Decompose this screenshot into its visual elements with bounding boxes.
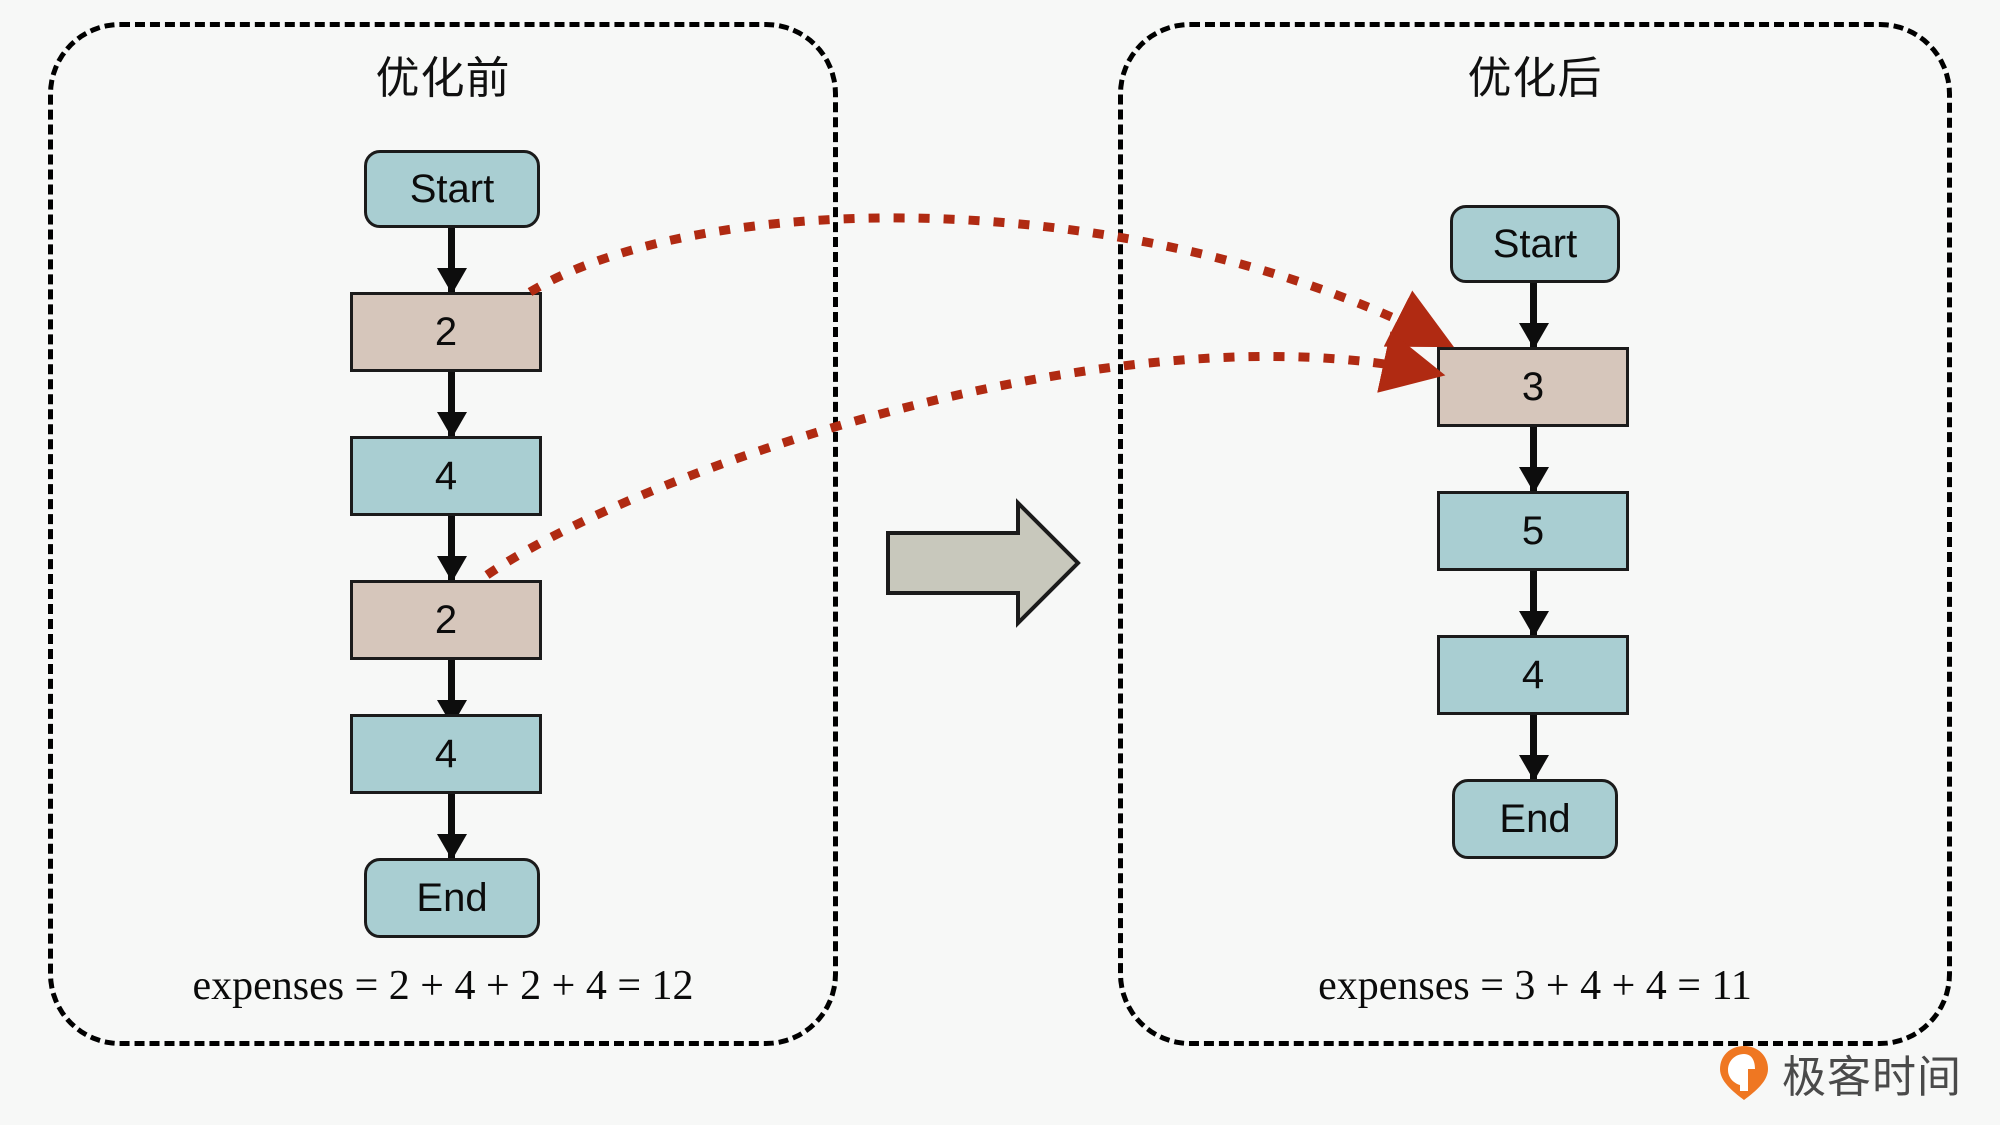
connector-after-4 [1518, 715, 1549, 781]
arrowhead-icon [1518, 467, 1549, 493]
connector-before-5 [436, 794, 467, 860]
connector-before-3 [436, 516, 467, 582]
node-after-4: 4 [1437, 635, 1629, 715]
geektime-logo-icon [1720, 1046, 1768, 1100]
node-after-end: End [1452, 779, 1618, 859]
arrowhead-icon [436, 412, 467, 438]
arrowhead-icon [436, 268, 467, 294]
node-before-2a: 2 [350, 292, 542, 372]
watermark-text: 极客时间 [1782, 1052, 1962, 1103]
connector-after-1 [1518, 283, 1549, 349]
arrowhead-icon [1518, 755, 1549, 781]
connector-before-2 [436, 372, 467, 438]
panel-before-title: 优化前 [375, 53, 511, 104]
watermark: 极客时间 [1718, 1041, 1962, 1105]
node-after-3: 3 [1437, 347, 1629, 427]
panel-after-title: 优化后 [1467, 53, 1603, 104]
transform-arrow-icon [886, 498, 1081, 628]
formula-after: expenses = 3 + 4 + 4 = 11 [1318, 963, 1752, 1009]
node-before-4b: 4 [350, 714, 542, 794]
formula-before: expenses = 2 + 4 + 2 + 4 = 12 [192, 963, 694, 1009]
arrowhead-icon [1518, 323, 1549, 349]
connector-before-1 [436, 228, 467, 294]
arrowhead-icon [436, 834, 467, 860]
arrowhead-icon [436, 556, 467, 582]
connector-after-2 [1518, 427, 1549, 493]
node-before-end: End [364, 858, 540, 938]
arrowhead-icon [1518, 611, 1549, 637]
node-before-2b: 2 [350, 580, 542, 660]
node-after-start: Start [1450, 205, 1620, 283]
node-before-4a: 4 [350, 436, 542, 516]
node-before-start: Start [364, 150, 540, 228]
connector-after-3 [1518, 571, 1549, 637]
node-after-5: 5 [1437, 491, 1629, 571]
